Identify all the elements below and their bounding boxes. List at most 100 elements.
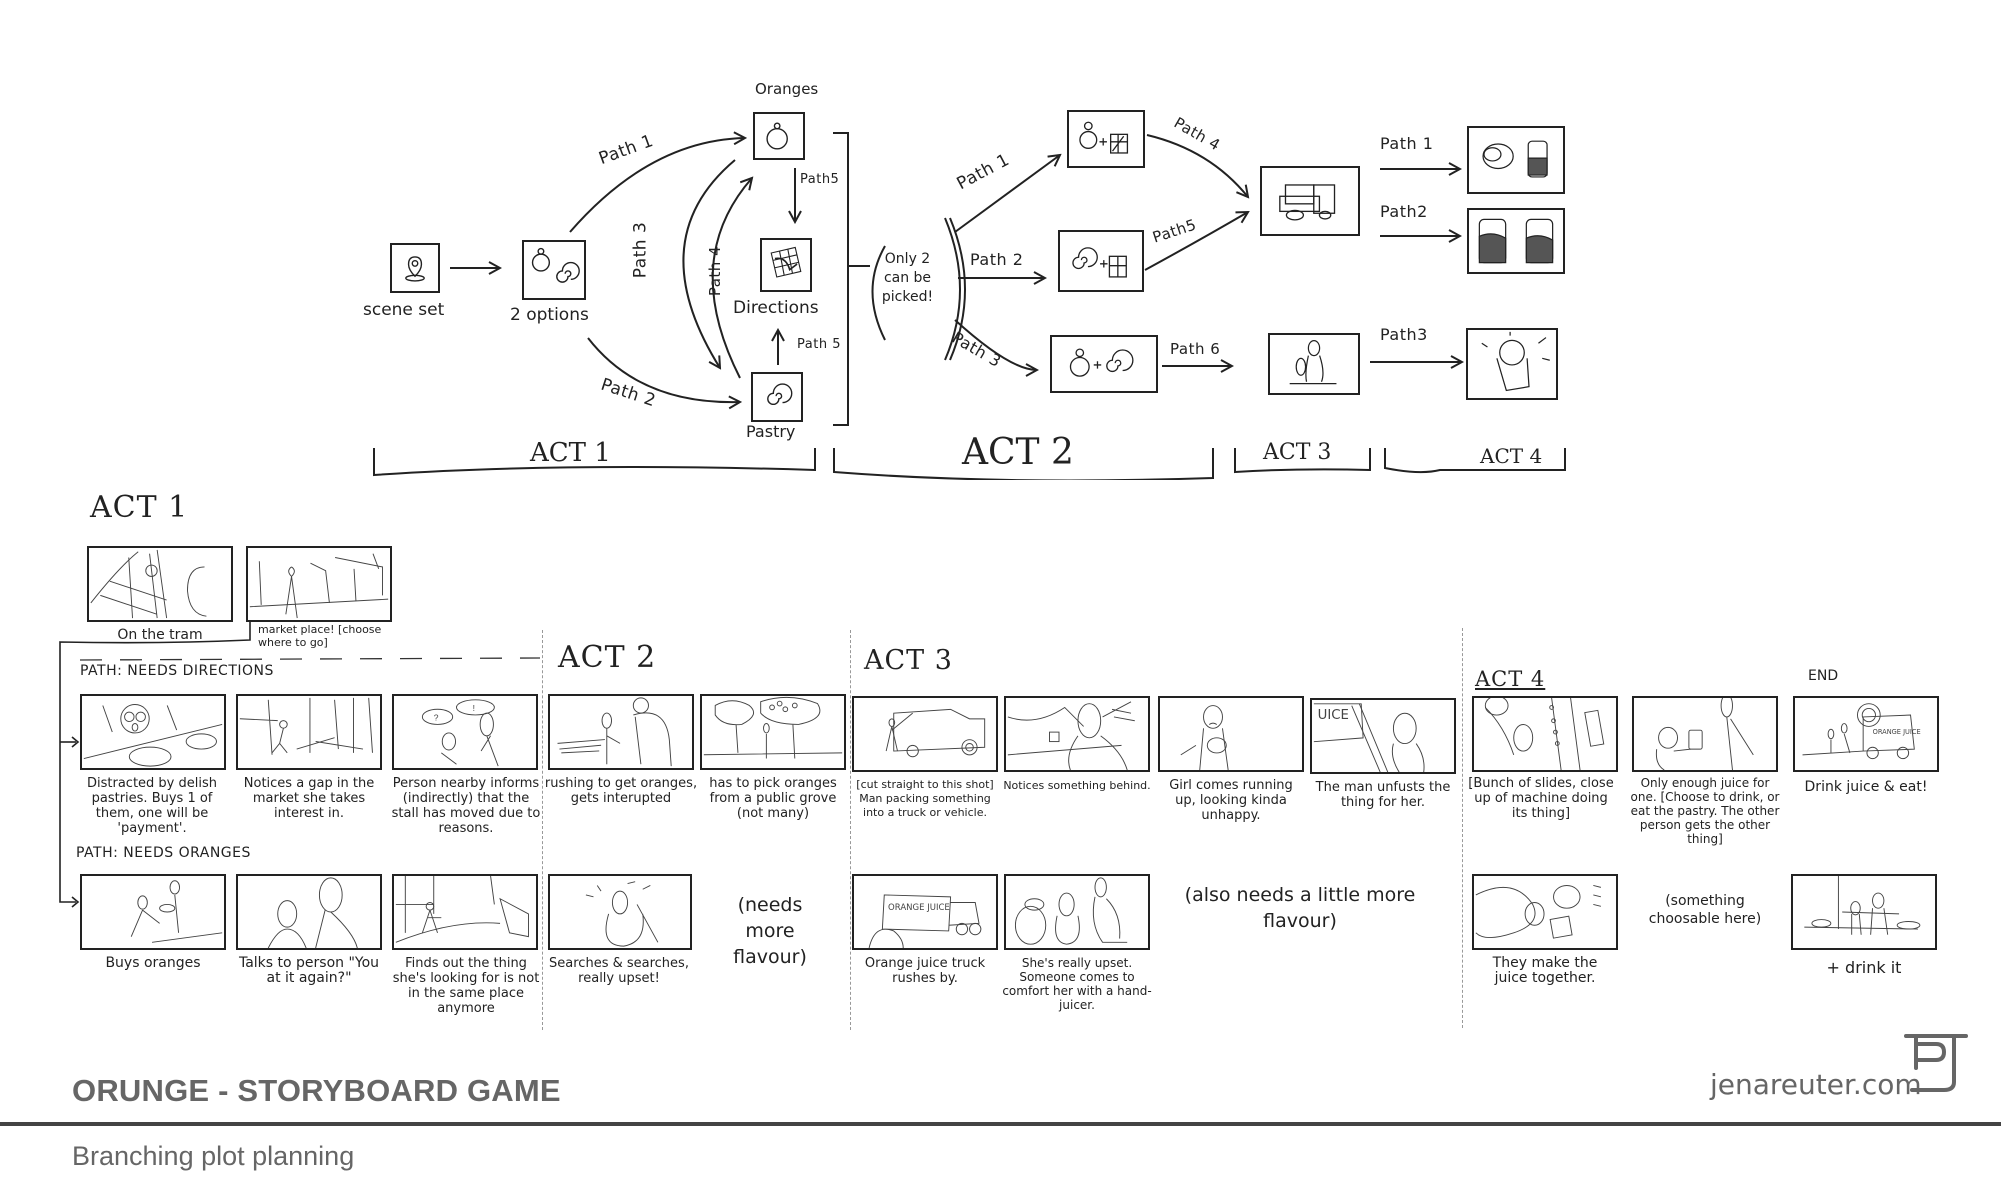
caption-market: market place! [choose where to go] bbox=[258, 623, 382, 649]
caption-searches: Searches & searches, really upset! bbox=[549, 956, 689, 986]
path-label-a1-path4: Path 4 bbox=[706, 245, 725, 297]
node-directions bbox=[760, 238, 812, 292]
divider-act3-act4 bbox=[1462, 628, 1463, 1028]
node-pastry-plus-map bbox=[1058, 230, 1144, 292]
node-label-pastry: Pastry bbox=[746, 422, 796, 441]
node-comfort bbox=[1268, 333, 1360, 395]
girl-unhappy-sketch bbox=[1180, 705, 1229, 770]
caption-rushing: rushing to get oranges, gets interupted bbox=[544, 776, 698, 806]
two-figures-icon bbox=[1289, 340, 1337, 385]
node-label-oranges: Oranges bbox=[755, 80, 819, 98]
storyboard-panel-man-unfusts: UICE bbox=[1310, 698, 1456, 774]
storyboard-panel-cut-straight bbox=[852, 696, 998, 772]
rushing-interrupted-sketch bbox=[557, 697, 672, 767]
act-label-2: ACT 2 bbox=[962, 432, 1074, 473]
orange-and-pastry-icon bbox=[531, 247, 580, 283]
brand-link[interactable]: jenareuter.com bbox=[1710, 1068, 1922, 1101]
caption-gap: Notices a gap in the market she takes in… bbox=[243, 776, 375, 821]
arrow-a2-path1 bbox=[954, 155, 1060, 233]
page-title: ORUNGE - STORYBOARD GAME bbox=[72, 1073, 561, 1108]
talks-to-person-sketch bbox=[267, 877, 358, 948]
caption-girl-running: Girl comes running up, looking kinda unh… bbox=[1169, 778, 1293, 823]
flowchart-connectors bbox=[373, 0, 1566, 480]
svg-text:ORANGE JUICE: ORANGE JUICE bbox=[1873, 728, 1921, 736]
act3-heading: ACT 3 bbox=[864, 645, 953, 676]
svg-text:?: ? bbox=[434, 713, 439, 723]
act4-bracket bbox=[1384, 448, 1566, 474]
arrow-path4 bbox=[711, 178, 752, 379]
storyboard-panel-machine bbox=[1472, 696, 1618, 772]
storyboard-panel-enough-juice bbox=[1632, 696, 1778, 772]
storyboard-panel-drink-eat: ORANGE JUICE bbox=[1793, 696, 1939, 772]
node-juice-and-pastry bbox=[1467, 126, 1565, 194]
orange-plus-map-icon bbox=[1079, 121, 1129, 154]
pastry-swirl-icon bbox=[767, 383, 793, 406]
path-label-a3-path3: Path3 bbox=[1380, 325, 1428, 344]
caption-drink-it: + drink it bbox=[1826, 958, 1902, 977]
storyboard-panel-buys-oranges bbox=[80, 874, 226, 950]
map-icon bbox=[770, 246, 802, 278]
storyboard-panel-tram bbox=[87, 546, 233, 622]
storyboard-panel-drink-it bbox=[1791, 874, 1937, 950]
only-two-note: Only 2 can be picked! bbox=[881, 251, 934, 305]
man-unfusts-sketch: UICE bbox=[1313, 703, 1425, 772]
person-informs-sketch: ? ! bbox=[421, 699, 499, 767]
caption-enough-juice: Only enough juice for one. [Choose to dr… bbox=[1630, 776, 1780, 846]
storyboard-panel-comforted bbox=[1004, 874, 1150, 950]
location-pin-icon bbox=[405, 256, 425, 282]
storyboard-panel-grove bbox=[700, 694, 846, 770]
node-scene-set bbox=[390, 243, 440, 293]
end-label: END bbox=[1808, 668, 1839, 684]
node-orange-plus-pastry bbox=[1050, 335, 1158, 393]
market-sketch bbox=[249, 553, 389, 619]
arrow-a2-path3 bbox=[954, 319, 1037, 370]
man-packing-truck-sketch bbox=[885, 708, 986, 758]
node-label-directions: Directions bbox=[733, 298, 819, 318]
act1-options-bracket bbox=[833, 132, 870, 426]
act2-bracket bbox=[833, 448, 1214, 480]
act1-bracket bbox=[373, 448, 816, 477]
footer-divider bbox=[0, 1122, 2001, 1126]
storyboard-panel-talks bbox=[236, 874, 382, 950]
divider-act1-act2 bbox=[542, 630, 543, 1030]
storyboard-panel-notices bbox=[1004, 696, 1150, 772]
svg-text:!: ! bbox=[473, 703, 475, 713]
act1-heading: ACT 1 bbox=[90, 490, 189, 525]
two-juices-icon bbox=[1478, 218, 1554, 264]
storyboard-panel-distracted bbox=[80, 694, 226, 770]
path-label-a3-path2: Path2 bbox=[1380, 202, 1428, 221]
act1-path-connectors bbox=[59, 612, 541, 908]
node-pastry bbox=[751, 372, 803, 422]
act2-heading: ACT 2 bbox=[558, 640, 657, 675]
arrow-path2 bbox=[587, 337, 740, 402]
arrow-path1 bbox=[569, 138, 745, 233]
truck-icon bbox=[1279, 184, 1336, 221]
path-label-a1-path3: Path 3 bbox=[630, 221, 651, 279]
divider-act2-act3 bbox=[850, 630, 851, 1030]
drink-and-eat-truck-sketch: ORANGE JUICE bbox=[1802, 703, 1921, 760]
orange-juice-truck-sketch: ORANGE JUICE bbox=[868, 894, 982, 948]
act3-bracket bbox=[1234, 448, 1371, 474]
finds-out-sketch bbox=[395, 876, 529, 943]
buys-oranges-sketch bbox=[130, 880, 223, 943]
caption-notices: Notices something behind. bbox=[1003, 779, 1151, 792]
node-hand-juicer bbox=[1466, 328, 1558, 400]
caption-cut-straight: [cut straight to this shot] Man packing … bbox=[856, 778, 994, 819]
searches-upset-sketch bbox=[585, 881, 659, 947]
act4-heading: ACT 4 bbox=[1475, 667, 1546, 691]
storyboard-panel-finds-out bbox=[392, 874, 538, 950]
storyboard-panel-informs: ? ! bbox=[392, 694, 538, 770]
storyboard-panel-make-juice bbox=[1472, 874, 1618, 950]
path-label-a2-path6: Path 6 bbox=[1170, 340, 1221, 358]
gap-in-market-sketch bbox=[239, 697, 373, 755]
act3-note: (also needs a little more flavour) bbox=[1184, 884, 1416, 932]
node-oranges bbox=[753, 112, 805, 160]
arrow-path3 bbox=[682, 159, 736, 368]
node-truck bbox=[1260, 166, 1360, 236]
node-label-scene-set: scene set bbox=[363, 300, 445, 320]
page-subtitle: Branching plot planning bbox=[72, 1141, 355, 1171]
caption-drink-eat: Drink juice & eat! bbox=[1804, 779, 1928, 795]
caption-grove: has to pick oranges from a public grove … bbox=[709, 776, 837, 821]
node-label-two-options: 2 options bbox=[510, 305, 589, 325]
node-two-options bbox=[522, 240, 586, 300]
